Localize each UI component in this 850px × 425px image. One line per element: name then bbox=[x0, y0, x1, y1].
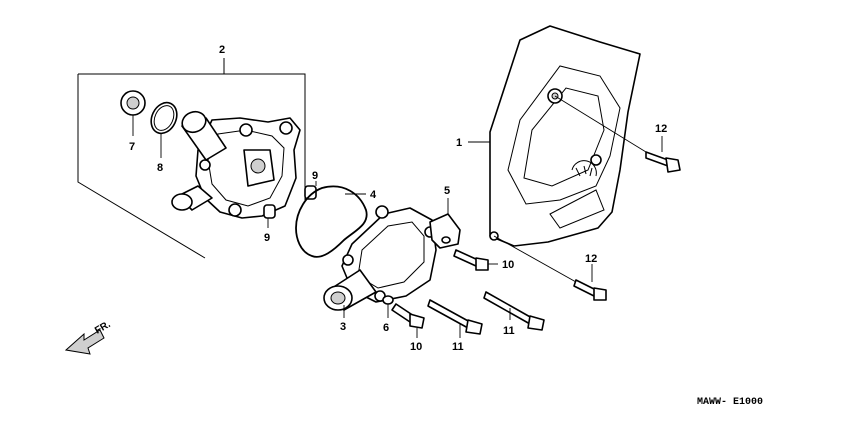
callout-10-upper: 10 bbox=[502, 259, 514, 271]
callout-1: 1 bbox=[456, 137, 462, 149]
callout-12-lower: 12 bbox=[585, 253, 597, 265]
long-bolt-b-part bbox=[483, 291, 545, 331]
washer-part bbox=[382, 295, 394, 318]
front-direction-indicator: FR. bbox=[64, 319, 113, 355]
oil-seal-part bbox=[120, 90, 146, 136]
bolt-10-upper-part bbox=[453, 249, 498, 271]
callout-12-upper: 12 bbox=[655, 123, 667, 135]
dowel-pin-part-b bbox=[304, 181, 317, 200]
assembly-bracket bbox=[77, 58, 306, 259]
callout-5: 5 bbox=[444, 185, 450, 197]
pump-cover-part bbox=[323, 205, 437, 318]
callout-10-lower: 10 bbox=[410, 341, 422, 353]
direction-label: FR. bbox=[93, 319, 113, 337]
bolt-lower-right-part bbox=[493, 235, 607, 301]
water-pump-assembly-part bbox=[171, 110, 301, 219]
callout-6: 6 bbox=[383, 322, 389, 334]
callout-9-left: 9 bbox=[264, 232, 270, 244]
outer-cover-part bbox=[468, 25, 641, 247]
long-bolt-a-part bbox=[427, 299, 483, 338]
clamp-part bbox=[429, 198, 461, 249]
callout-11-left: 11 bbox=[452, 341, 464, 353]
callout-8: 8 bbox=[157, 162, 163, 174]
dowel-pin-part-a bbox=[263, 204, 276, 228]
callout-2: 2 bbox=[219, 44, 225, 56]
callout-11-right: 11 bbox=[503, 325, 515, 337]
gasket-part bbox=[295, 185, 368, 258]
callout-4: 4 bbox=[370, 189, 377, 201]
callout-3: 3 bbox=[340, 321, 346, 333]
callout-9-right: 9 bbox=[312, 170, 318, 182]
callout-7: 7 bbox=[129, 141, 135, 153]
bolt-10-lower-part bbox=[391, 303, 425, 338]
diagram-code: MAWW- E1000 bbox=[697, 397, 763, 408]
o-ring-part bbox=[150, 101, 178, 158]
bolt-upper-right-part bbox=[554, 95, 681, 173]
